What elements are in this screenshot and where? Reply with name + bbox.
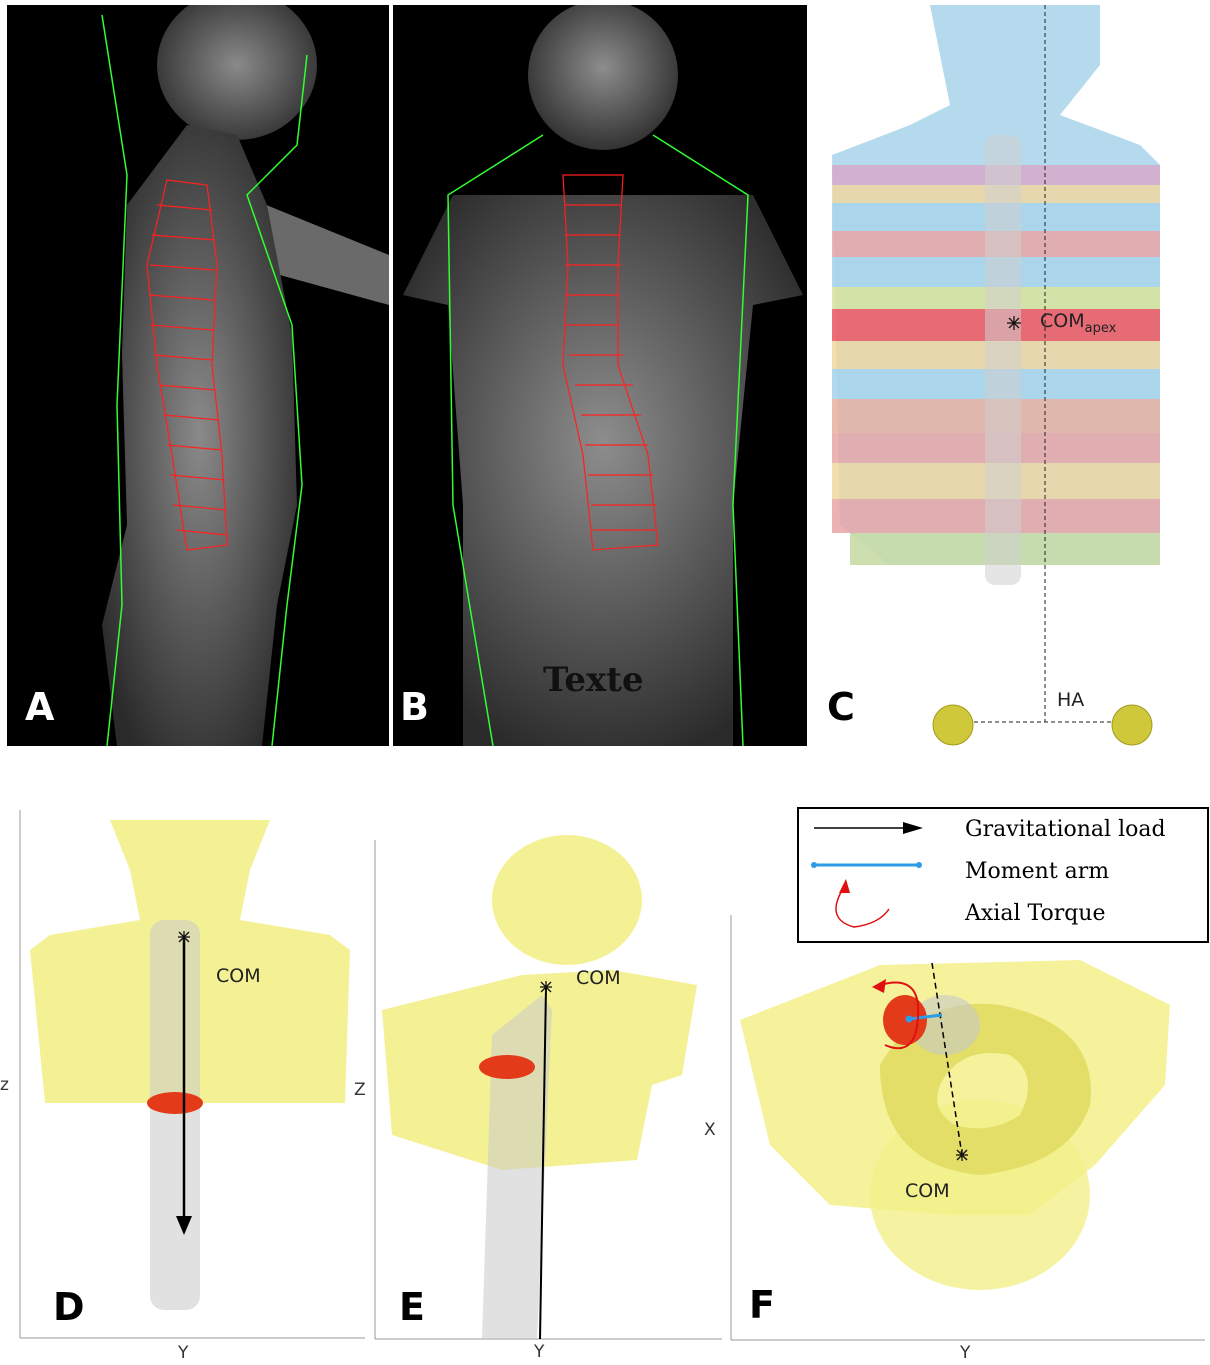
torque-icon <box>836 879 889 927</box>
panel-d-coronal-view: COM z Y D <box>0 810 370 1365</box>
panel-label-f: F <box>749 1283 775 1327</box>
axis-label-e-vertical: Z <box>354 1080 366 1100</box>
legend-box: Gravitational load Moment arm Axial Torq… <box>797 807 1209 943</box>
panel-a-lateral-xray: A <box>7 5 389 746</box>
torso-layer-model <box>810 5 1210 746</box>
com-label-d: COM <box>216 965 261 987</box>
frontal-xray-image <box>393 5 807 746</box>
panel-e-oblique-view: COM Z Y E <box>352 835 727 1365</box>
apex-vertebra-f <box>883 995 927 1045</box>
com-label-f: COM <box>905 1180 950 1202</box>
panel-label-c: C <box>827 685 855 729</box>
legend-axial-torque: Axial Torque <box>965 901 1105 926</box>
legend-moment-arm: Moment arm <box>965 859 1109 884</box>
overlay-text: Texte <box>543 660 644 700</box>
panel-label-b: B <box>400 685 429 729</box>
panel-b-frontal-xray: B Texte <box>393 5 807 746</box>
com-apex-label: COMapex <box>1040 310 1116 336</box>
com-apex-marker <box>1007 316 1021 330</box>
panel-label-d: D <box>53 1285 85 1329</box>
com-marker-f <box>956 1149 968 1161</box>
hip-sphere-left <box>933 705 973 745</box>
legend-gravitational-load: Gravitational load <box>965 817 1166 842</box>
axis-label-e-horizontal: Y <box>534 1342 544 1362</box>
com-label-e: COM <box>576 967 621 989</box>
panel-label-e: E <box>399 1285 425 1329</box>
moment-arm-icon <box>811 862 922 868</box>
axis-label-f-horizontal: Y <box>960 1343 970 1363</box>
panel-c-torso-model: COMapex HA C <box>810 5 1210 746</box>
hip-sphere-right <box>1112 705 1152 745</box>
lateral-xray-image <box>7 5 389 746</box>
panel-f-axial-view: COM X Y F <box>700 915 1210 1365</box>
panel-label-a: A <box>25 685 54 729</box>
axis-label-d-horizontal: Y <box>178 1343 188 1363</box>
axis-label-d-vertical: z <box>0 1075 9 1095</box>
axial-body-model <box>700 915 1210 1365</box>
axis-label-f-vertical: X <box>704 1120 716 1140</box>
com-marker-e <box>540 981 552 993</box>
arrow-icon <box>814 822 923 834</box>
coronal-body-model <box>0 810 370 1365</box>
ha-label: HA <box>1057 689 1084 711</box>
com-marker-d <box>178 931 190 943</box>
spine-model <box>985 135 1021 585</box>
